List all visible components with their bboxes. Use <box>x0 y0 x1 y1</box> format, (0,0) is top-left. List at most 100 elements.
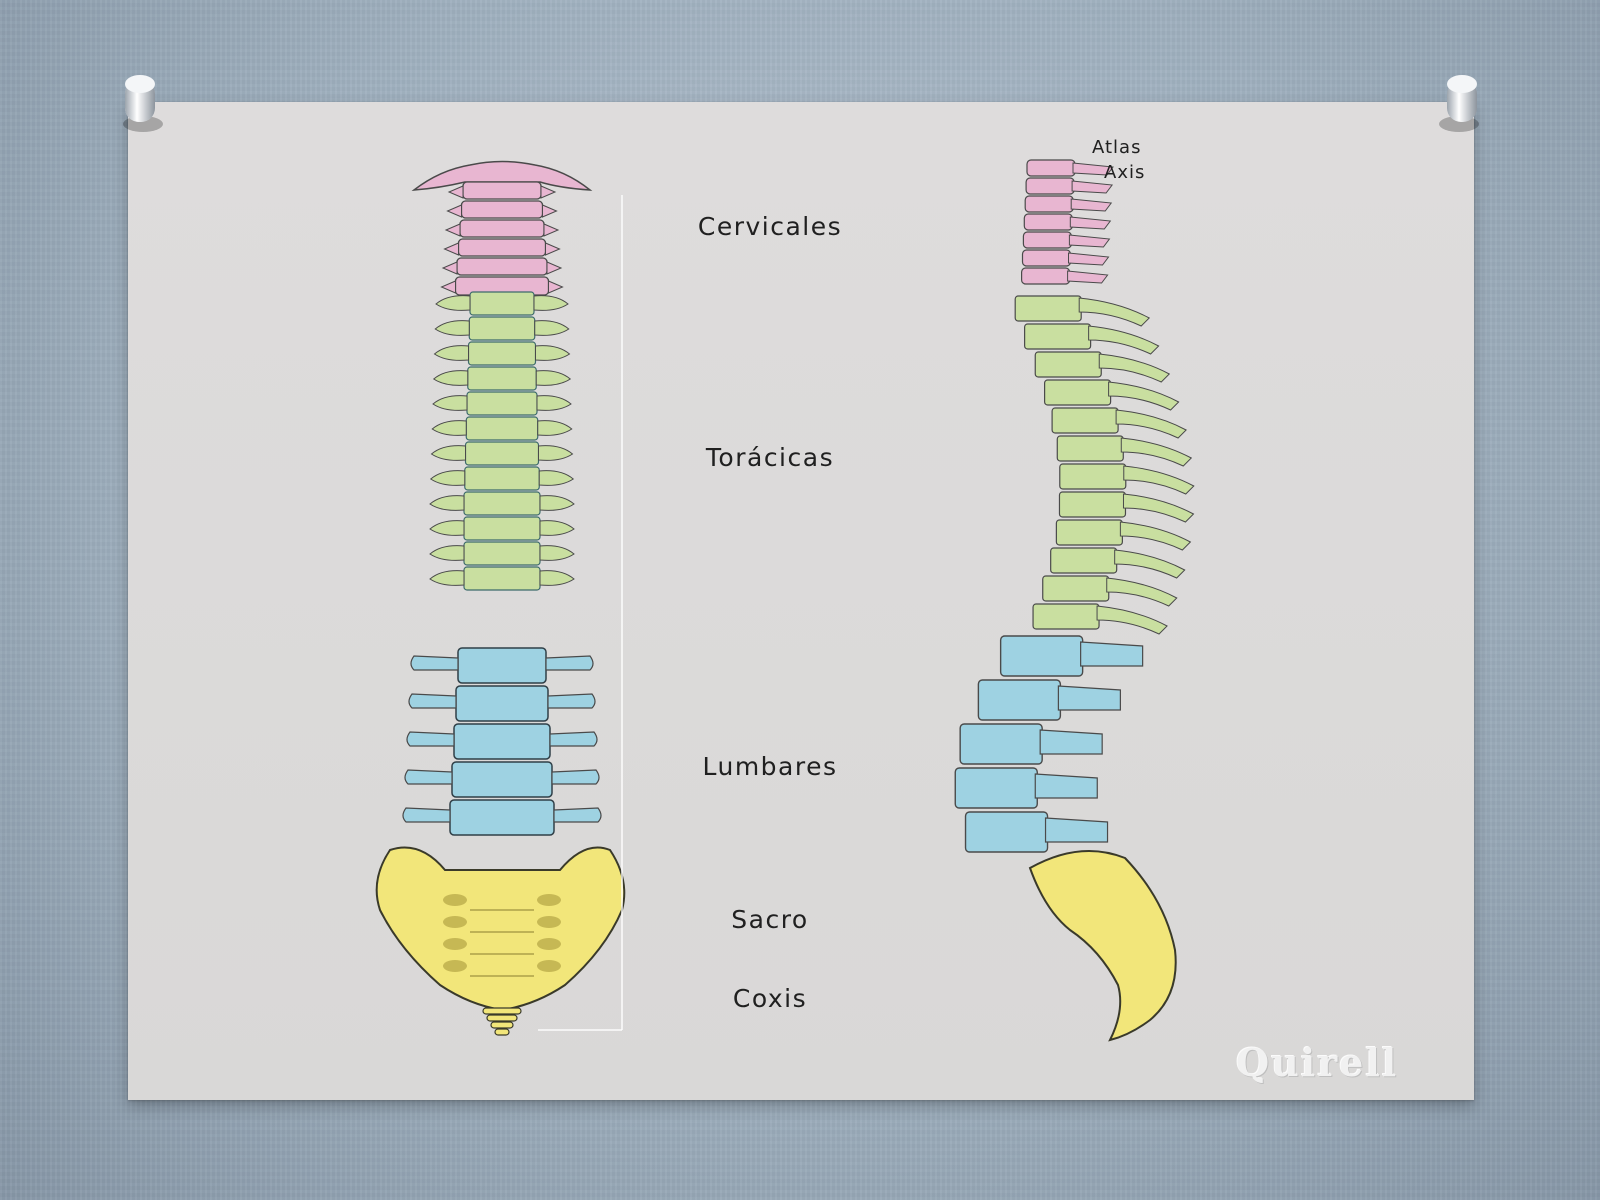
vertebra-cervical-side <box>1024 195 1074 213</box>
vertebra-lumbar <box>453 723 551 760</box>
vertebra-thoracic-process <box>429 520 465 536</box>
spinous-process <box>1119 521 1192 551</box>
vertebra-thoracic <box>463 541 541 566</box>
vertebra-thoracic-side <box>1058 491 1127 518</box>
vertebra-cervical-process <box>441 261 458 275</box>
vertebra-cervical-side <box>1026 159 1076 177</box>
vertebra-lumbar-process <box>404 769 453 785</box>
vertebra-cervical-process <box>540 185 557 199</box>
vertebra-thoracic-process <box>533 295 569 311</box>
vertebra-lumbar-process <box>553 807 602 823</box>
label-lumbares: Lumbares <box>702 752 838 781</box>
vertebra-thoracic <box>468 316 536 341</box>
vertebra-thoracic-process <box>539 570 575 586</box>
coccyx-segment <box>490 1021 514 1029</box>
vertebra-thoracic-process <box>434 320 470 336</box>
spinous-process <box>1068 252 1110 266</box>
vertebra-thoracic-process <box>534 320 570 336</box>
vertebra-thoracic-side <box>1034 351 1102 378</box>
vertebra-thoracic-process <box>429 570 465 586</box>
vertebra-thoracic-process <box>431 420 467 436</box>
sacral-foramen <box>537 938 561 950</box>
vertebra-thoracic <box>463 566 541 591</box>
vertebra-lumbar-process <box>551 769 600 785</box>
vertebra-cervical <box>457 238 547 257</box>
spinous-process <box>1120 437 1193 467</box>
sacrum <box>375 846 626 1012</box>
spinous-process <box>1080 641 1144 667</box>
vertebra-lumbar-side <box>977 679 1062 721</box>
sacral-foramen <box>443 916 467 928</box>
vertebra-thoracic-process <box>538 470 575 486</box>
vertebra-cervical-process <box>545 242 561 256</box>
vertebra-thoracic-process <box>432 395 468 411</box>
pushpin-icon <box>123 75 163 132</box>
sacral-foramen <box>537 916 561 928</box>
vertebra-thoracic-process <box>538 445 574 461</box>
spinous-process <box>1072 162 1114 176</box>
vertebra-thoracic-process <box>432 370 469 386</box>
vertebra-lumbar-process <box>410 655 459 671</box>
spinous-process <box>1071 180 1114 194</box>
spinous-process <box>1122 493 1195 523</box>
sacral-foramen <box>443 960 467 972</box>
spine-side-view <box>954 159 1195 1042</box>
vertebra-lumbar-process <box>549 731 598 747</box>
vertebra-cervical-process <box>548 280 564 294</box>
vertebra-thoracic-side <box>1055 519 1123 546</box>
vertebra-thoracic-process <box>429 545 465 561</box>
vertebra-lumbar-process <box>406 731 455 747</box>
spinous-process <box>1078 297 1151 327</box>
sacrum-side <box>1028 849 1177 1042</box>
vertebra-thoracic-process <box>535 370 572 386</box>
spinous-process <box>1123 465 1195 495</box>
spinous-process <box>1068 234 1111 248</box>
vertebra-lumbar <box>451 761 553 798</box>
vertebra-thoracic <box>463 516 541 541</box>
vertebra-cervical-side <box>1023 213 1073 231</box>
vertebra-thoracic-process <box>536 395 572 411</box>
sacral-foramen <box>443 938 467 950</box>
vertebra-lumbar <box>457 647 547 684</box>
spinous-process <box>1034 773 1098 799</box>
vertebra-thoracic-process <box>535 345 571 361</box>
vertebra-lumbar-side <box>954 767 1038 809</box>
sacral-foramen <box>443 894 467 906</box>
spinous-process <box>1057 685 1121 711</box>
vertebra-thoracic <box>466 391 538 416</box>
vertebra-thoracic-process <box>539 545 575 561</box>
vertebra-thoracic-side <box>1050 547 1118 574</box>
vertebra-cervical-process <box>444 223 461 237</box>
vertebra-thoracic <box>464 466 540 491</box>
sacral-foramen <box>537 960 561 972</box>
label-coxis: Coxis <box>732 984 808 1013</box>
vertebra-lumbar-side <box>964 811 1049 853</box>
vertebra-thoracic-side <box>1051 407 1119 434</box>
vertebra-cervical-process <box>440 280 456 294</box>
coccyx-segment <box>482 1007 522 1015</box>
spinous-process <box>1067 270 1109 284</box>
vertebra-lumbar-side <box>999 635 1084 677</box>
vertebra-cervical-process <box>542 204 558 218</box>
spinous-process <box>1070 198 1113 212</box>
vertebra-thoracic <box>467 341 537 366</box>
vertebra-thoracic-process <box>429 495 465 511</box>
vertebra-cervical-process <box>546 261 563 275</box>
vertebra-thoracic-process <box>429 470 466 486</box>
vertebra-thoracic-side <box>1056 435 1124 462</box>
vertebra-thoracic-process <box>435 295 471 311</box>
vertebra-lumbar-process <box>408 693 457 709</box>
vertebra-lumbar <box>455 685 549 722</box>
vertebra-lumbar-process <box>545 655 594 671</box>
vertebra-thoracic-side <box>1014 295 1082 322</box>
spinous-process <box>1108 381 1180 411</box>
vertebra-thoracic-side <box>1044 379 1112 406</box>
vertebra-thoracic <box>465 416 539 441</box>
vertebra-cervical <box>459 219 545 238</box>
spine-front-view <box>375 160 626 1036</box>
vertebra-cervical-side <box>1025 177 1075 195</box>
spinous-process <box>1115 409 1187 439</box>
vertebra-atlas <box>411 160 593 191</box>
coccyx-segment <box>494 1028 510 1036</box>
vertebra-cervical-process <box>443 242 459 256</box>
